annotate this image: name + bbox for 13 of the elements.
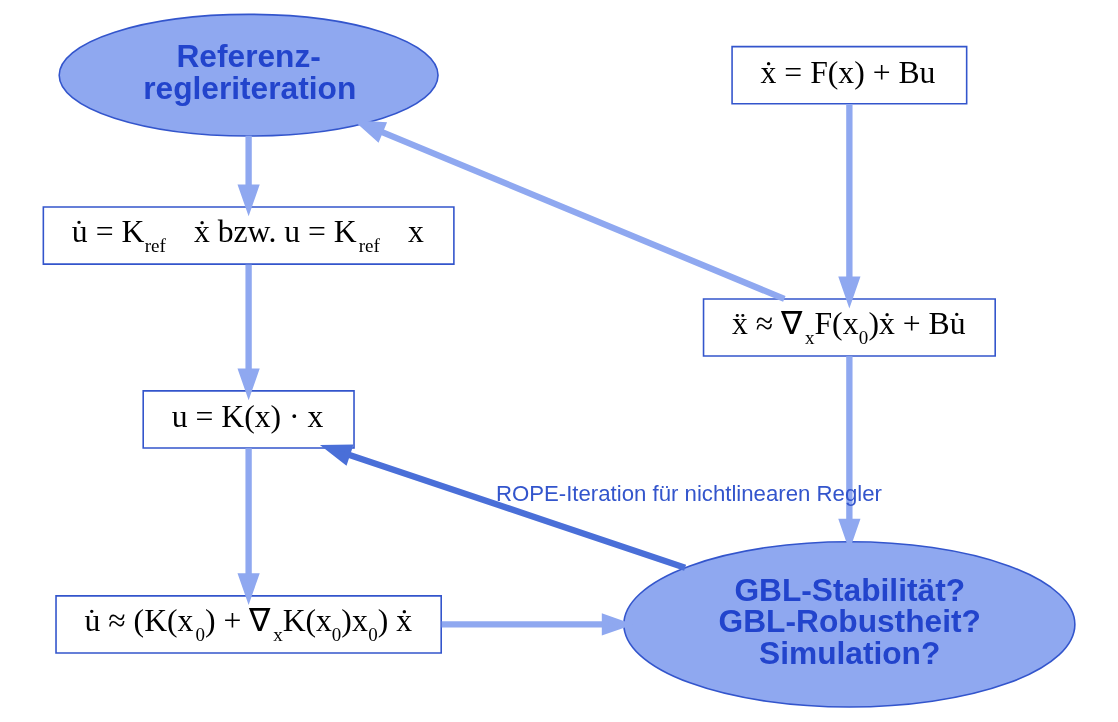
- node-box: u̇ = K$_{ref}$ ẋ bzw. u = K$_{ref}$ x: [42, 206, 455, 265]
- edge-label: ROPE-Iteration für nichtlinearen Regler: [495, 480, 882, 506]
- node-box: u̇ ≈ (K(x$_{0}$) + ∇$_{x}$K(x$_{0}$)x$_{0}$) ẋ: [55, 595, 442, 654]
- node-box: ẍ ≈ ∇$_{x}$F(x$_{0}$)ẋ + Bu̇: [702, 298, 996, 357]
- arrow: [237, 264, 260, 401]
- arrow: [838, 103, 861, 309]
- node-ellipse: Referenz- regleriteration: [58, 13, 439, 137]
- arrow: [237, 135, 260, 217]
- node-ellipse: GBL-Stabilität? GBL-Robustheit? Simulation?: [623, 540, 1076, 708]
- node-box: ẋ = F(x) + Bu: [731, 45, 968, 105]
- arrow: [237, 448, 260, 605]
- node-box: u = K(x) · x: [142, 390, 355, 449]
- arrow: [319, 444, 687, 571]
